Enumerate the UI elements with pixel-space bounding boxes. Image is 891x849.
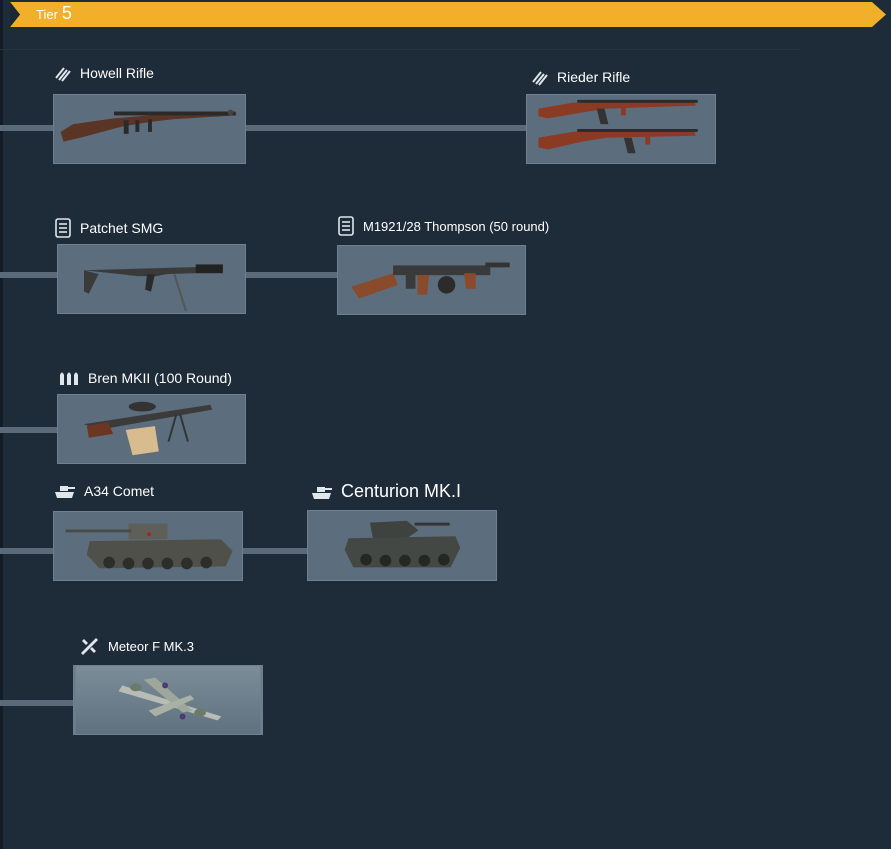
- rifle-icon: [54, 64, 72, 82]
- unit-title-centurion[interactable]: Centurion MK.I: [311, 481, 461, 502]
- divider-line: [0, 49, 800, 50]
- thompson-image: [351, 262, 510, 299]
- connector-comet-in: [0, 548, 54, 554]
- connector-bren-in: [0, 427, 58, 433]
- unit-card-bren[interactable]: [57, 394, 246, 464]
- unit-card-patchet-smg[interactable]: [57, 244, 246, 314]
- unit-title-rieder-rifle[interactable]: Rieder Rifle: [531, 68, 630, 86]
- unit-card-meteor[interactable]: [73, 665, 263, 735]
- tier-label: Tier 5: [36, 3, 72, 25]
- smg-magazine-icon: [54, 218, 72, 238]
- unit-name: Centurion MK.I: [341, 481, 462, 501]
- unit-card-centurion[interactable]: [307, 510, 497, 581]
- centurion-image: [344, 520, 461, 568]
- tank-icon: [54, 483, 76, 499]
- smg-magazine-icon: [337, 216, 355, 236]
- comet-image: [65, 523, 233, 570]
- unit-card-thompson[interactable]: [337, 245, 526, 315]
- patchet-smg-image: [83, 264, 223, 312]
- unit-name: A34 Comet: [84, 483, 155, 499]
- bren-image: [83, 401, 213, 456]
- unit-name: Patchet SMG: [80, 220, 164, 236]
- tank-icon: [311, 484, 333, 500]
- fighter-plane-icon: [78, 635, 100, 657]
- machine-gun-ammo-icon: [58, 369, 80, 387]
- left-edge-strip: [0, 0, 3, 849]
- unit-title-bren[interactable]: Bren MKII (100 Round): [58, 369, 232, 387]
- connector-meteor-in: [0, 700, 74, 706]
- unit-title-thompson[interactable]: M1921/28 Thompson (50 round): [337, 216, 549, 236]
- unit-name: M1921/28 Thompson (50 round): [363, 218, 550, 234]
- unit-title-meteor[interactable]: Meteor F MK.3: [78, 635, 194, 657]
- meteor-image: [75, 666, 261, 734]
- tier-banner: [10, 2, 886, 27]
- rieder-rifle-image: [538, 99, 698, 154]
- rifle-icon: [531, 68, 549, 86]
- unit-name: Meteor F MK.3: [108, 638, 194, 654]
- unit-name: Rieder Rifle: [557, 69, 631, 85]
- howell-rifle-image: [60, 109, 237, 142]
- unit-card-rieder-rifle[interactable]: [526, 94, 716, 164]
- tier-word: Tier: [36, 7, 58, 22]
- unit-title-howell-rifle[interactable]: Howell Rifle: [54, 64, 154, 82]
- unit-title-patchet-smg[interactable]: Patchet SMG: [54, 218, 163, 238]
- unit-card-comet[interactable]: [53, 511, 243, 581]
- connector-patchet-in: [0, 272, 58, 278]
- unit-card-howell-rifle[interactable]: [53, 94, 246, 164]
- connector-howell-rieder: [245, 125, 527, 131]
- connector-comet-centurion: [242, 548, 308, 554]
- unit-name: Bren MKII (100 Round): [88, 370, 232, 386]
- tier-number: 5: [61, 3, 72, 23]
- unit-name: Howell Rifle: [80, 65, 154, 81]
- unit-title-comet[interactable]: A34 Comet: [54, 483, 154, 499]
- connector-howell-in: [0, 125, 54, 131]
- connector-patchet-thompson: [245, 272, 338, 278]
